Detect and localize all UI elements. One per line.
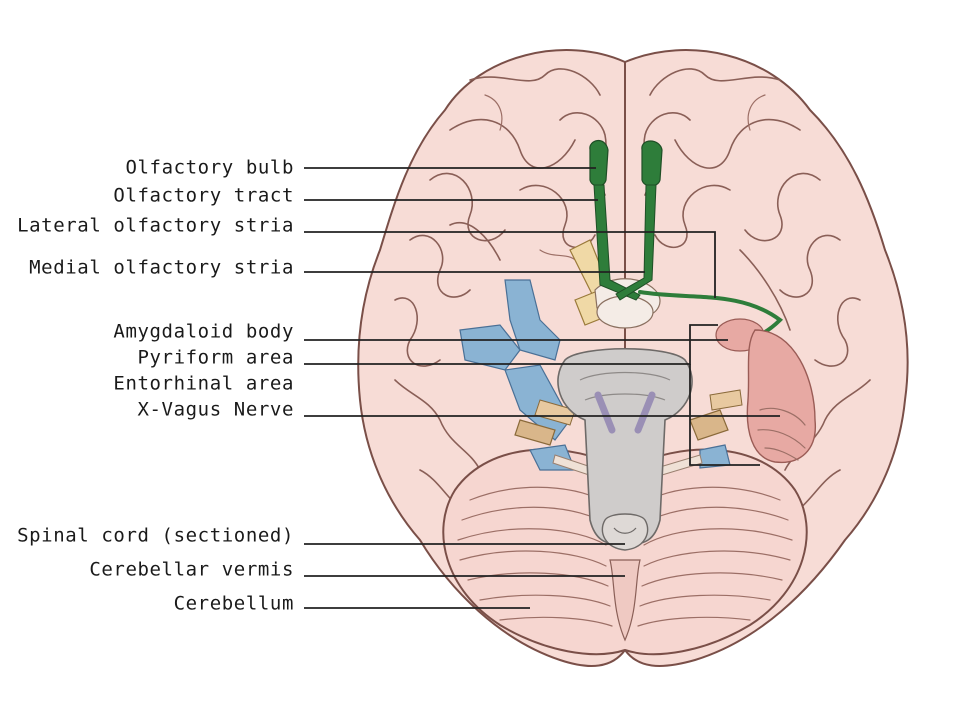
leader-lines (304, 167, 780, 609)
label-amygdaloid-body: Amygdaloid body (113, 321, 294, 343)
label-medial-olfactory-stria: Medial olfactory stria (29, 257, 294, 279)
olfactory-bulb-left (589, 140, 609, 187)
olfactory-tract-right (615, 184, 657, 301)
cerebellum-shape (442, 448, 808, 656)
label-lateral-olfactory-stria: Lateral olfactory stria (17, 215, 294, 237)
brainstem (557, 347, 693, 551)
label-entorhinal-area: Entorhinal area (113, 373, 294, 395)
label-vagus-nerve: X-Vagus Nerve (137, 399, 294, 421)
limbic-regions (715, 318, 816, 464)
cerebellar-vermis-shape (609, 559, 641, 642)
spinal-cord-section (601, 513, 649, 551)
label-olfactory-bulb: Olfactory bulb (125, 157, 294, 179)
label-cerebellum: Cerebellum (174, 593, 294, 615)
label-pyriform-area: Pyriform area (137, 347, 294, 369)
label-olfactory-tract: Olfactory tract (113, 185, 294, 207)
olfactory-bulb-right (641, 140, 663, 187)
label-spinal-cord: Spinal cord (sectioned) (17, 525, 294, 547)
label-cerebellar-vermis: Cerebellar vermis (89, 559, 294, 581)
labels: Olfactory bulb Olfactory tract Lateral o… (17, 157, 294, 615)
